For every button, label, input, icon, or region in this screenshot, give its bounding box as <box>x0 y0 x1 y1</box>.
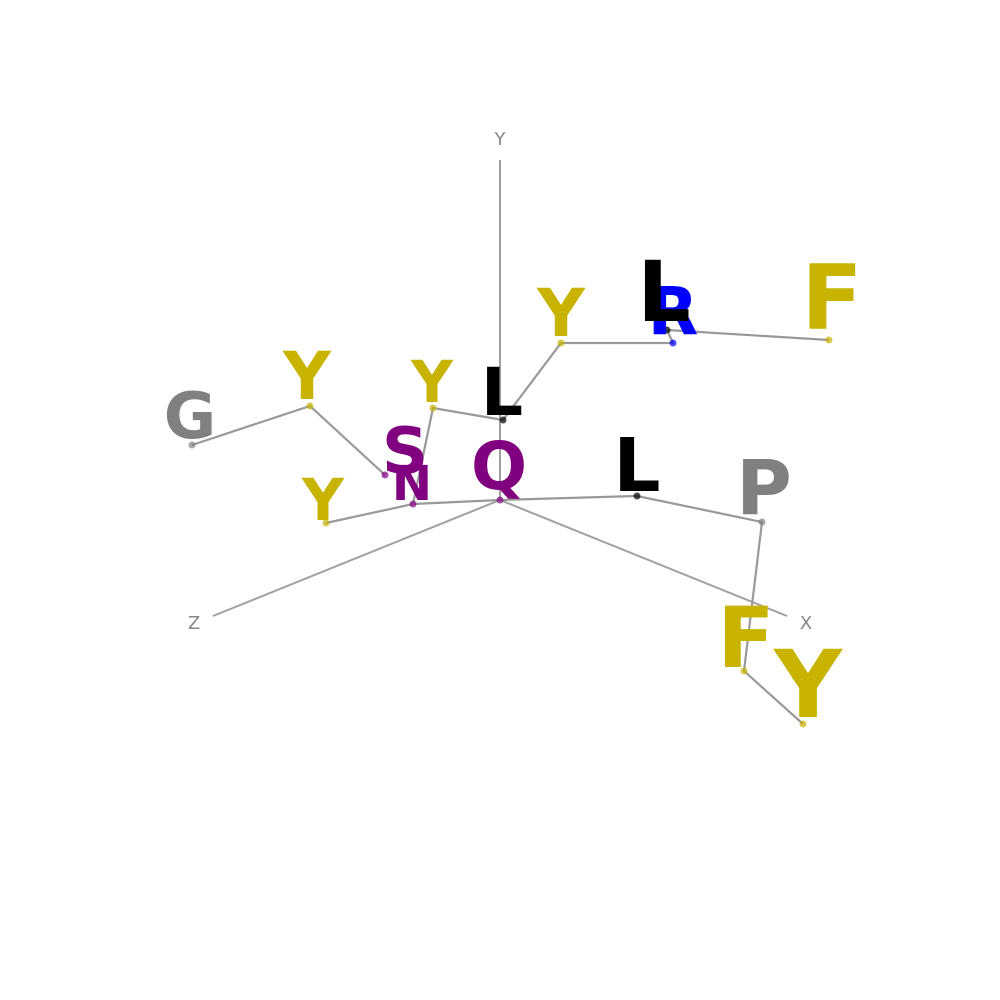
residue-label-12: Q <box>471 428 527 505</box>
residue-node-9 <box>669 339 677 347</box>
residue-label-5: Y <box>301 466 345 534</box>
residue-label-14: P <box>736 443 792 532</box>
z-axis-line <box>212 499 501 617</box>
residue-label-10: L <box>637 243 691 341</box>
x-axis-label: X <box>800 613 812 634</box>
residue-label-9: R <box>648 273 699 350</box>
residue-node-2 <box>306 402 314 410</box>
backbone-chain-1 <box>191 404 386 476</box>
y-axis-label: Y <box>494 129 507 150</box>
residue-node-7 <box>499 416 507 424</box>
z-axis-label: Z <box>188 613 200 634</box>
residue-node-13 <box>633 492 641 500</box>
residue-node-16 <box>799 720 807 728</box>
residue-node-8 <box>557 339 565 347</box>
residue-node-12 <box>496 496 504 504</box>
residue-label-6: Y <box>410 348 454 416</box>
residue-label-4: N <box>392 456 432 512</box>
residue-node-14 <box>758 518 766 526</box>
residue-label-11: F <box>801 246 862 351</box>
residue-node-15 <box>740 667 748 675</box>
x-axis-line <box>499 499 788 617</box>
residue-label-3: S <box>382 415 428 489</box>
residue-label-16: Y <box>773 631 843 740</box>
residue-node-3 <box>381 471 389 479</box>
residue-label-7: L <box>481 354 523 431</box>
atoms <box>188 326 833 728</box>
residue-node-11 <box>825 336 833 344</box>
residue-node-1 <box>188 441 196 449</box>
residue-node-6 <box>429 404 437 412</box>
residue-node-5 <box>322 519 330 527</box>
residue-label-13: L <box>613 423 660 509</box>
residue-label-15: F <box>717 589 774 687</box>
axes: Y Z X <box>188 129 812 634</box>
residue-label-8: Y <box>536 275 586 352</box>
residue-node-10 <box>663 326 671 334</box>
residue-node-4 <box>409 500 417 508</box>
residue-label-1: G <box>164 380 217 454</box>
residue-label-2: Y <box>282 338 332 415</box>
